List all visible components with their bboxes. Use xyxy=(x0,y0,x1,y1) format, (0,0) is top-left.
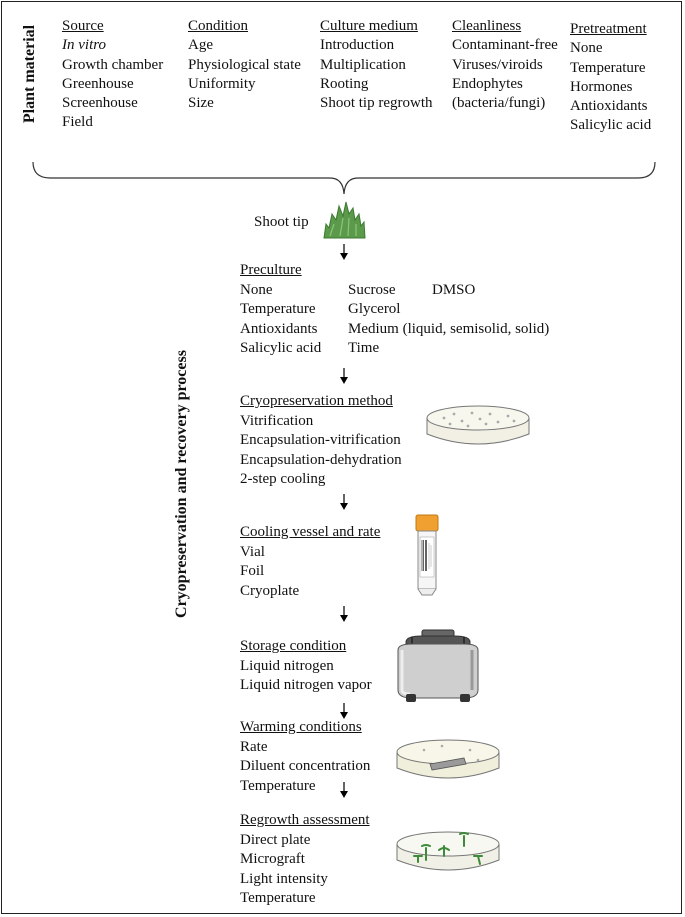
column-culture-medium: Culture medium Introduction Multiplicati… xyxy=(320,17,433,113)
list-item: Time xyxy=(348,340,380,356)
list-item: 2-step cooling xyxy=(240,471,326,487)
list-item: Age xyxy=(188,37,213,54)
list-item: Vial xyxy=(240,543,265,560)
section-header: Cryopreservation method xyxy=(240,393,393,409)
list-item: Growth chamber xyxy=(62,56,164,73)
regrowth-assessment-section: Regrowth assessment Direct plate Microgr… xyxy=(240,811,370,909)
section-header: Warming conditions xyxy=(240,719,362,735)
column-pretreatment: Pretreatment None Temperature Hormones A… xyxy=(570,20,651,136)
list-item: DMSO xyxy=(432,281,476,298)
list-item: Viruses/viroids xyxy=(452,56,543,73)
list-item: Contaminant-free xyxy=(452,37,558,54)
list-item: Uniformity xyxy=(188,75,256,92)
list-item: Antioxidants xyxy=(240,320,318,337)
section-header: Storage condition xyxy=(240,638,347,654)
storage-condition-section: Storage condition Liquid nitrogen Liquid… xyxy=(240,637,372,696)
down-arrow-icon xyxy=(340,606,348,622)
list-item: Size xyxy=(188,95,214,112)
list-item: Greenhouse xyxy=(62,75,134,92)
list-item: Physiological state xyxy=(188,56,301,73)
list-item: Shoot tip regrowth xyxy=(320,95,433,112)
column-header: Culture medium xyxy=(320,18,418,34)
list-item: Diluent concentration xyxy=(240,758,371,774)
list-item: Rate xyxy=(240,738,268,755)
column-cleanliness: Cleanliness Contaminant-free Viruses/vir… xyxy=(452,17,558,113)
list-item: Introduction xyxy=(320,37,395,54)
list-item: None xyxy=(570,40,603,57)
list-item: Direct plate xyxy=(240,831,311,848)
list-item: Temperature xyxy=(240,301,316,317)
petri-dish-beads-icon xyxy=(426,405,530,445)
down-arrow-icon xyxy=(340,494,348,510)
list-item: Vitrification xyxy=(240,412,314,429)
list-item: Encapsulation-dehydration xyxy=(240,451,402,468)
list-item: Endophytes xyxy=(452,75,523,92)
section-header: Regrowth assessment xyxy=(240,812,370,828)
list-item: Light intensity xyxy=(240,870,328,887)
list-item: Screenhouse xyxy=(62,95,138,112)
warming-conditions-section: Warming conditions Rate Diluent concentr… xyxy=(240,718,370,796)
cryovial-icon xyxy=(415,514,439,596)
preculture-section: Preculture None Temperature Antioxidants… xyxy=(240,261,580,361)
shoot-tip-icon xyxy=(323,201,366,239)
list-item: None xyxy=(240,281,273,298)
shoot-tip-label: Shoot tip xyxy=(254,214,309,230)
curly-brace xyxy=(32,161,656,195)
column-header: Pretreatment xyxy=(570,21,647,37)
list-item: (bacteria/fungi) xyxy=(452,95,546,112)
column-condition: Condition Age Physiological state Unifor… xyxy=(188,17,301,113)
column-header: Source xyxy=(62,18,104,34)
list-item: Medium (liquid, semisolid, solid) xyxy=(348,320,550,337)
list-item: Multiplication xyxy=(320,56,406,73)
list-item: Glycerol xyxy=(348,301,401,317)
down-arrow-icon xyxy=(340,782,348,798)
list-item: Encapsulation-vitrification xyxy=(240,432,401,448)
section-header: Preculture xyxy=(240,262,302,278)
section-header: Cooling vessel and rate xyxy=(240,524,381,540)
column-header: Cleanliness xyxy=(452,18,522,34)
dewar-tank-icon xyxy=(397,629,479,702)
list-item: Foil xyxy=(240,563,265,579)
list-item: Liquid nitrogen vapor xyxy=(240,677,372,693)
down-arrow-icon xyxy=(340,368,348,384)
list-item: Antioxidants xyxy=(570,98,648,115)
plant-material-label: Plant material xyxy=(21,24,38,124)
list-item: Salicylic acid xyxy=(240,340,322,356)
petri-dish-foil-icon xyxy=(396,739,500,779)
column-header: Condition xyxy=(188,18,249,34)
cooling-vessel-section: Cooling vessel and rate Vial Foil Cryopl… xyxy=(240,523,380,601)
list-item: Temperature xyxy=(570,59,646,76)
process-label: Cryopreservation and recovery process xyxy=(173,350,190,618)
list-item: Cryoplate xyxy=(240,582,300,599)
list-item: Temperature xyxy=(240,890,316,906)
list-item: Liquid nitrogen xyxy=(240,657,334,674)
petri-dish-plantlets-icon xyxy=(396,831,500,871)
list-item: Micrograft xyxy=(240,851,305,867)
cryopreservation-method-section: Cryopreservation method Vitrification En… xyxy=(240,392,402,490)
list-item: Rooting xyxy=(320,75,369,92)
column-source: Source In vitro Growth chamber Greenhous… xyxy=(62,17,163,133)
list-item: Hormones xyxy=(570,78,633,95)
down-arrow-icon xyxy=(340,244,348,260)
list-item: In vitro xyxy=(62,37,107,54)
list-item: Salicylic acid xyxy=(570,117,652,134)
down-arrow-icon xyxy=(340,703,348,719)
list-item: Field xyxy=(62,114,93,131)
list-item: Sucrose xyxy=(348,281,396,298)
list-item: Temperature xyxy=(240,777,316,794)
